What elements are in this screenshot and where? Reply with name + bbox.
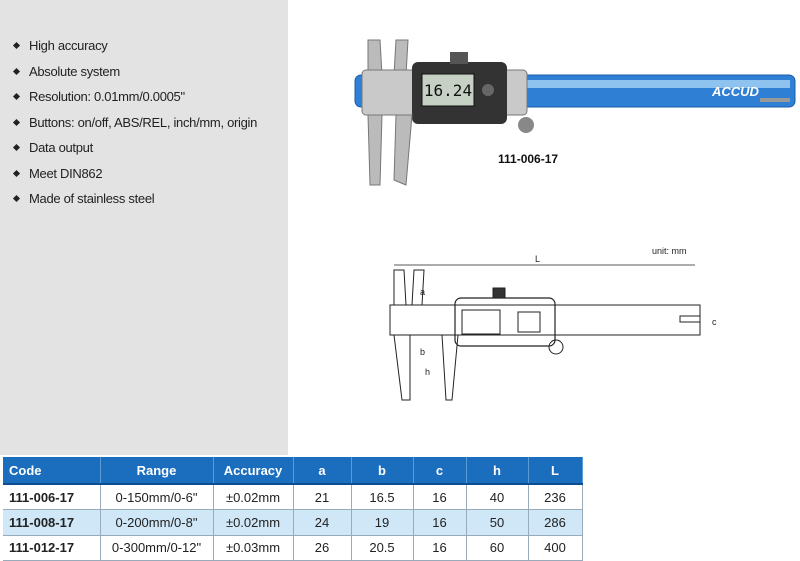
col-range: Range (100, 457, 214, 485)
features-list: High accuracy Absolute system Resolution… (12, 33, 258, 212)
label-a: a (420, 287, 425, 297)
feature-text: Data output (29, 140, 93, 156)
bullet-icon (12, 67, 21, 75)
label-L: L (535, 254, 540, 264)
feature-item: Data output (12, 135, 257, 161)
feature-text: Made of stainless steel (29, 191, 155, 207)
cell-code: 111-006-17 (3, 484, 101, 510)
cell-accuracy: ±0.02mm (213, 509, 294, 536)
cell-L: 236 (528, 484, 583, 510)
table-header-row: Code Range Accuracy a b c h L (3, 457, 583, 485)
bullet-icon (12, 118, 21, 126)
cell-c: 16 (413, 535, 467, 561)
features-panel (0, 0, 288, 455)
cell-b: 20.5 (351, 535, 414, 561)
cell-range: 0-150mm/0-6" (100, 484, 214, 510)
feature-item: Made of stainless steel (12, 186, 257, 212)
cell-h: 40 (466, 484, 529, 510)
dimension-diagram: L a b h c (389, 254, 717, 401)
cell-a: 21 (293, 484, 352, 510)
cell-code: 111-008-17 (3, 509, 101, 536)
feature-text: Meet DIN862 (29, 165, 103, 181)
feature-text: High accuracy (29, 38, 108, 54)
cell-accuracy: ±0.02mm (213, 484, 294, 510)
unit-label: unit: mm (652, 246, 687, 256)
col-a: a (293, 457, 352, 485)
spec-table: Code Range Accuracy a b c h L 111-006-17… (3, 457, 583, 561)
feature-text: Resolution: 0.01mm/0.0005" (29, 89, 185, 105)
col-h: h (466, 457, 529, 485)
caliper-photo: 16.24 ACCUD (354, 39, 796, 186)
cell-c: 16 (413, 509, 467, 536)
bullet-icon (12, 93, 21, 101)
cell-a: 24 (293, 509, 352, 536)
feature-text: Absolute system (29, 63, 120, 79)
cell-code: 111-012-17 (3, 535, 101, 561)
cell-b: 19 (351, 509, 414, 536)
col-c: c (413, 457, 467, 485)
cell-b: 16.5 (351, 484, 414, 510)
bullet-icon (12, 195, 21, 203)
cell-range: 0-200mm/0-8" (100, 509, 214, 536)
feature-item: Absolute system (12, 59, 257, 85)
feature-item: Buttons: on/off, ABS/REL, inch/mm, origi… (12, 110, 258, 136)
product-caption: 111-006-17 (498, 152, 559, 166)
cell-L: 286 (528, 509, 583, 536)
label-h: h (425, 367, 430, 377)
col-accuracy: Accuracy (213, 457, 294, 485)
feature-item: High accuracy (12, 33, 257, 59)
feature-item: Meet DIN862 (12, 161, 257, 187)
label-c: c (712, 317, 717, 327)
col-b: b (351, 457, 414, 485)
cell-a: 26 (293, 535, 352, 561)
bullet-icon (12, 42, 21, 50)
label-b: b (420, 347, 425, 357)
cell-L: 400 (528, 535, 583, 561)
cell-h: 60 (466, 535, 529, 561)
bullet-icon (12, 169, 21, 177)
col-code: Code (3, 457, 101, 485)
cell-h: 50 (466, 509, 529, 536)
brand-logo: ACCUD (711, 84, 760, 99)
feature-item: Resolution: 0.01mm/0.0005" (12, 84, 257, 110)
lcd-reading: 16.24 (424, 81, 472, 100)
feature-text: Buttons: on/off, ABS/REL, inch/mm, origi… (29, 114, 258, 130)
col-L: L (528, 457, 583, 485)
bullet-icon (12, 144, 21, 152)
cell-c: 16 (413, 484, 467, 510)
cell-range: 0-300mm/0-12" (100, 535, 214, 561)
cell-accuracy: ±0.03mm (213, 535, 294, 561)
